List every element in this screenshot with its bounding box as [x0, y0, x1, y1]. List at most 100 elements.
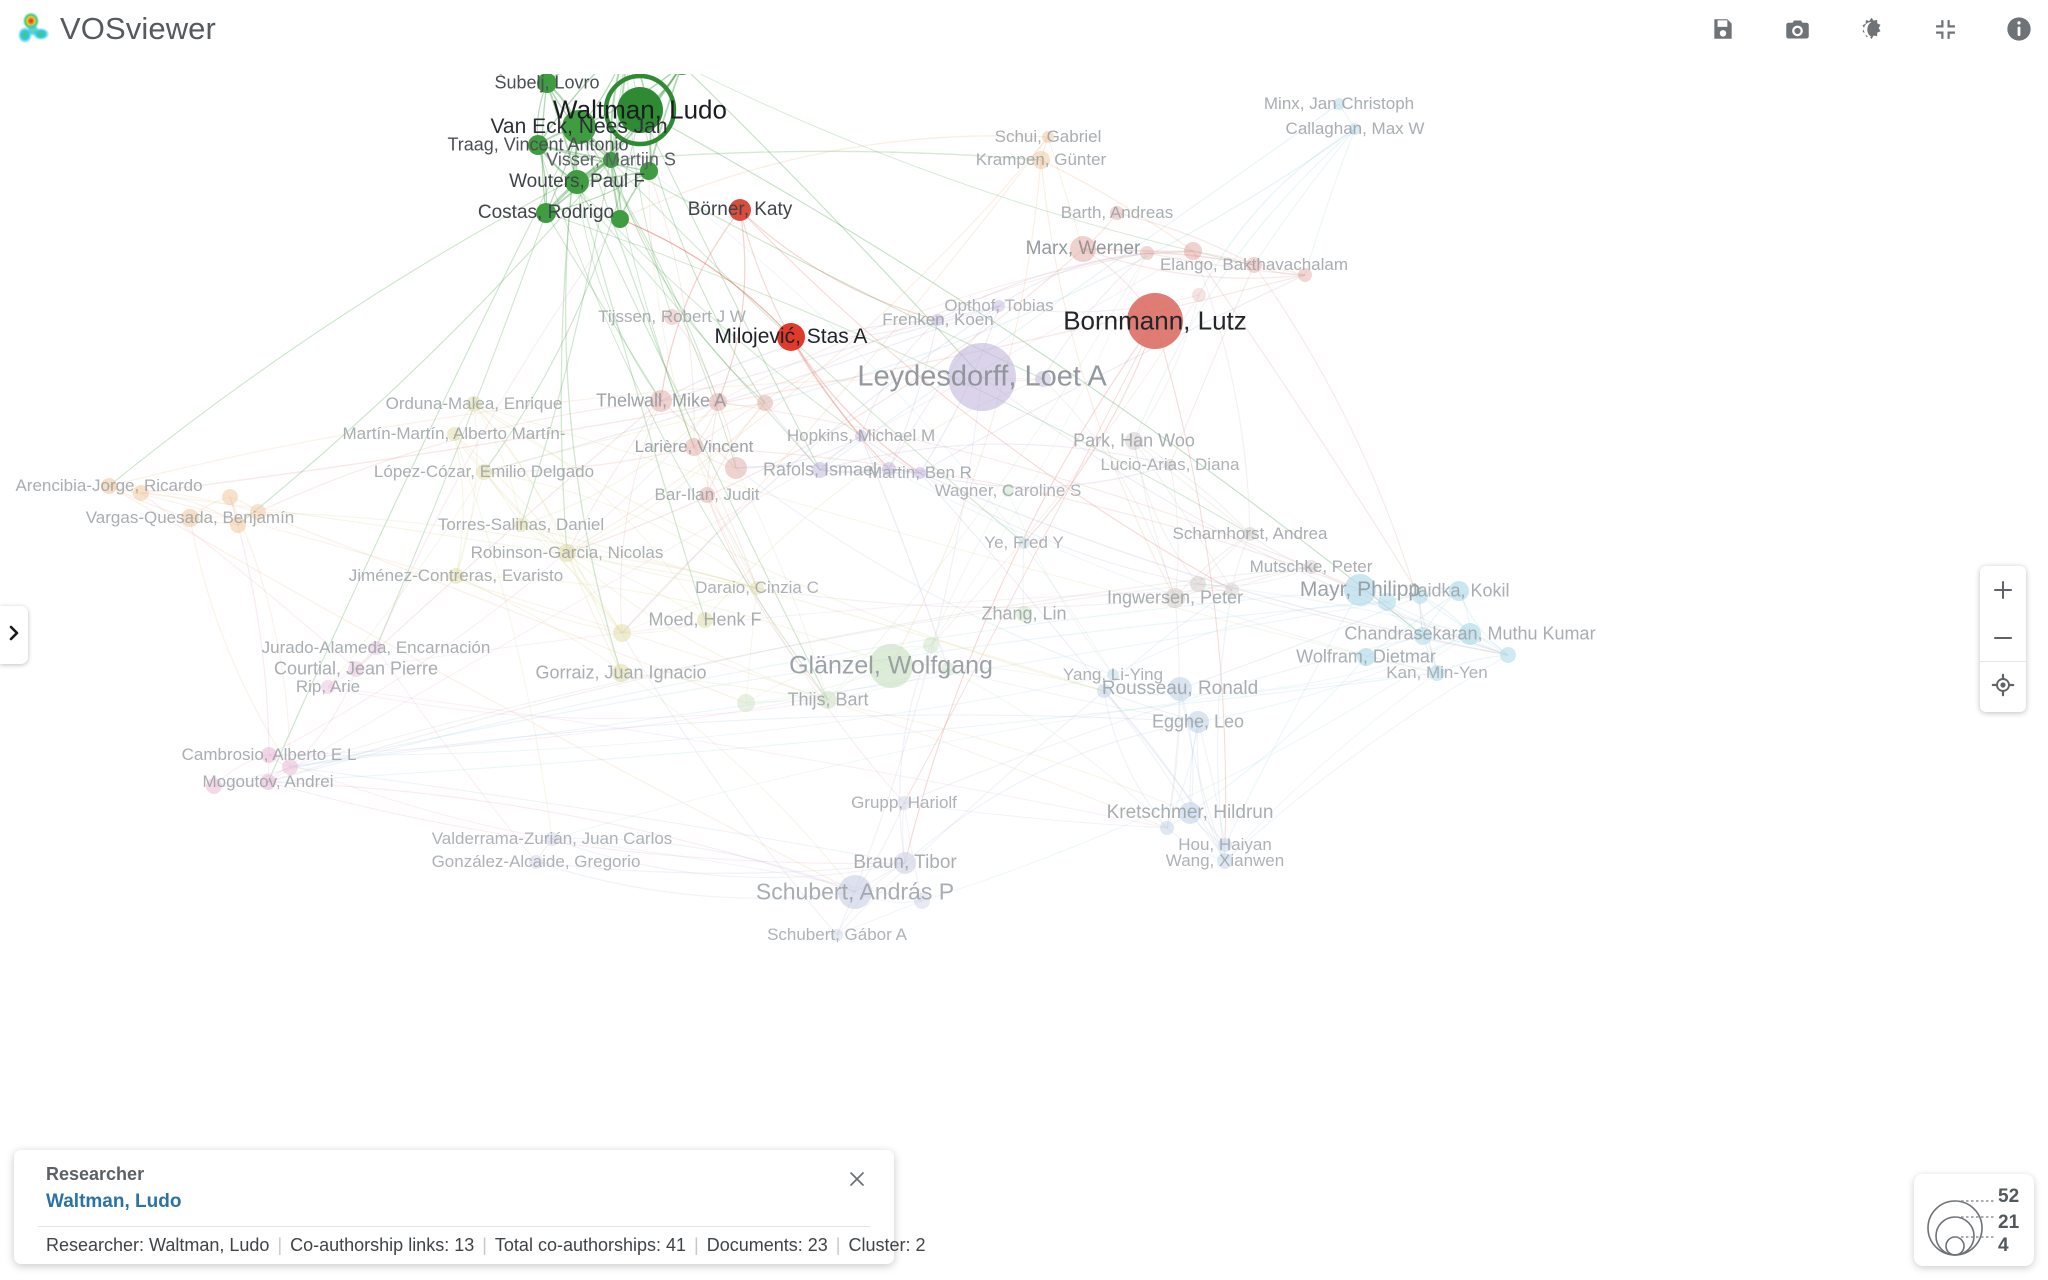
network-node[interactable]: [1035, 371, 1051, 387]
network-node[interactable]: [181, 509, 199, 527]
zoom-in-button[interactable]: [1980, 566, 2026, 614]
network-node[interactable]: [1190, 576, 1206, 592]
network-node[interactable]: [1414, 627, 1432, 645]
network-node[interactable]: [282, 759, 298, 775]
network-node[interactable]: [650, 390, 672, 412]
network-node[interactable]: [1412, 588, 1428, 604]
network-node[interactable]: [1018, 537, 1030, 549]
network-node[interactable]: [611, 210, 629, 228]
network-node[interactable]: [1243, 527, 1257, 541]
network-node[interactable]: [737, 694, 755, 712]
network-node[interactable]: [529, 855, 543, 869]
network-node[interactable]: [932, 314, 944, 326]
network-node[interactable]: [558, 544, 576, 562]
network-node[interactable]: [697, 612, 713, 628]
close-icon[interactable]: [842, 1164, 872, 1194]
network-node[interactable]: [261, 747, 277, 763]
network-node[interactable]: [448, 568, 464, 584]
network-node[interactable]: [1225, 583, 1239, 597]
network-node[interactable]: [537, 73, 557, 93]
network-node[interactable]: [882, 462, 896, 476]
network-node[interactable]: [838, 875, 872, 909]
fullscreen-button[interactable]: [1930, 14, 1960, 44]
open-panel-button[interactable]: [0, 606, 28, 664]
network-node[interactable]: [1165, 588, 1185, 608]
network-node[interactable]: [348, 661, 364, 677]
network-node[interactable]: [729, 199, 751, 221]
network-node[interactable]: [831, 929, 843, 941]
network-node[interactable]: [1449, 581, 1469, 601]
network-node[interactable]: [133, 485, 149, 501]
network-node[interactable]: [1298, 268, 1312, 282]
save-button[interactable]: [1708, 14, 1738, 44]
network-node[interactable]: [1168, 677, 1192, 701]
network-node[interactable]: [1218, 838, 1232, 852]
network-node[interactable]: [1459, 623, 1481, 645]
network-node[interactable]: [1179, 802, 1201, 824]
network-node[interactable]: [1217, 853, 1233, 869]
network-node[interactable]: [613, 624, 631, 642]
network-node[interactable]: [101, 478, 117, 494]
network-node[interactable]: [1344, 574, 1376, 606]
dark-mode-button[interactable]: [1856, 14, 1886, 44]
network-node[interactable]: [206, 778, 222, 794]
network-node[interactable]: [777, 323, 805, 351]
network-node[interactable]: [750, 581, 764, 595]
network-node[interactable]: [941, 662, 955, 676]
network-node[interactable]: [1107, 669, 1119, 681]
network-node[interactable]: [603, 152, 619, 168]
network-node[interactable]: [1378, 593, 1396, 611]
network-node[interactable]: [1097, 684, 1111, 698]
network-node[interactable]: [923, 637, 939, 653]
network-node[interactable]: [476, 464, 492, 480]
network-node[interactable]: [1333, 98, 1345, 110]
network-node[interactable]: [230, 517, 246, 533]
network-node[interactable]: [1140, 246, 1154, 260]
network-node[interactable]: [222, 489, 238, 505]
network-node[interactable]: [897, 796, 911, 810]
network-node[interactable]: [869, 644, 913, 688]
network-node[interactable]: [757, 395, 773, 411]
network-node[interactable]: [1016, 606, 1032, 622]
network-node[interactable]: [1125, 432, 1143, 450]
network-node[interactable]: [664, 309, 680, 325]
network-node[interactable]: [1184, 242, 1202, 260]
info-button[interactable]: [2004, 14, 2034, 44]
network-node[interactable]: [369, 641, 383, 655]
network-node[interactable]: [812, 462, 828, 478]
network-node[interactable]: [1429, 665, 1445, 681]
network-node[interactable]: [562, 110, 596, 144]
network-node[interactable]: [447, 427, 461, 441]
network-node[interactable]: [725, 457, 747, 479]
network-node[interactable]: [685, 438, 703, 456]
network-node[interactable]: [514, 518, 528, 532]
network-node[interactable]: [914, 893, 930, 909]
network-node[interactable]: [894, 852, 916, 874]
network-node[interactable]: [1246, 257, 1262, 273]
network-node[interactable]: [536, 203, 556, 223]
info-panel-item-name[interactable]: Waltman, Ludo: [46, 1191, 182, 1212]
network-node[interactable]: [528, 135, 548, 155]
network-node[interactable]: [948, 343, 1016, 411]
recenter-button[interactable]: [1980, 662, 2026, 712]
zoom-out-button[interactable]: [1980, 614, 2026, 662]
network-node[interactable]: [260, 774, 276, 790]
network-node[interactable]: [914, 467, 926, 479]
network-node[interactable]: [1357, 648, 1375, 666]
network-node[interactable]: [1127, 293, 1183, 349]
network-node[interactable]: [1164, 459, 1176, 471]
network-node[interactable]: [1160, 821, 1174, 835]
network-node[interactable]: [709, 393, 727, 411]
network-node[interactable]: [565, 170, 589, 194]
network-node[interactable]: [1187, 711, 1209, 733]
network-node[interactable]: [640, 162, 658, 180]
screenshot-button[interactable]: [1782, 14, 1812, 44]
network-node[interactable]: [1002, 485, 1014, 497]
network-node[interactable]: [699, 487, 715, 503]
network-node[interactable]: [1110, 206, 1124, 220]
network-node[interactable]: [1304, 560, 1318, 574]
network-node[interactable]: [993, 300, 1005, 312]
network-node[interactable]: [819, 691, 837, 709]
network-node[interactable]: [545, 832, 559, 846]
